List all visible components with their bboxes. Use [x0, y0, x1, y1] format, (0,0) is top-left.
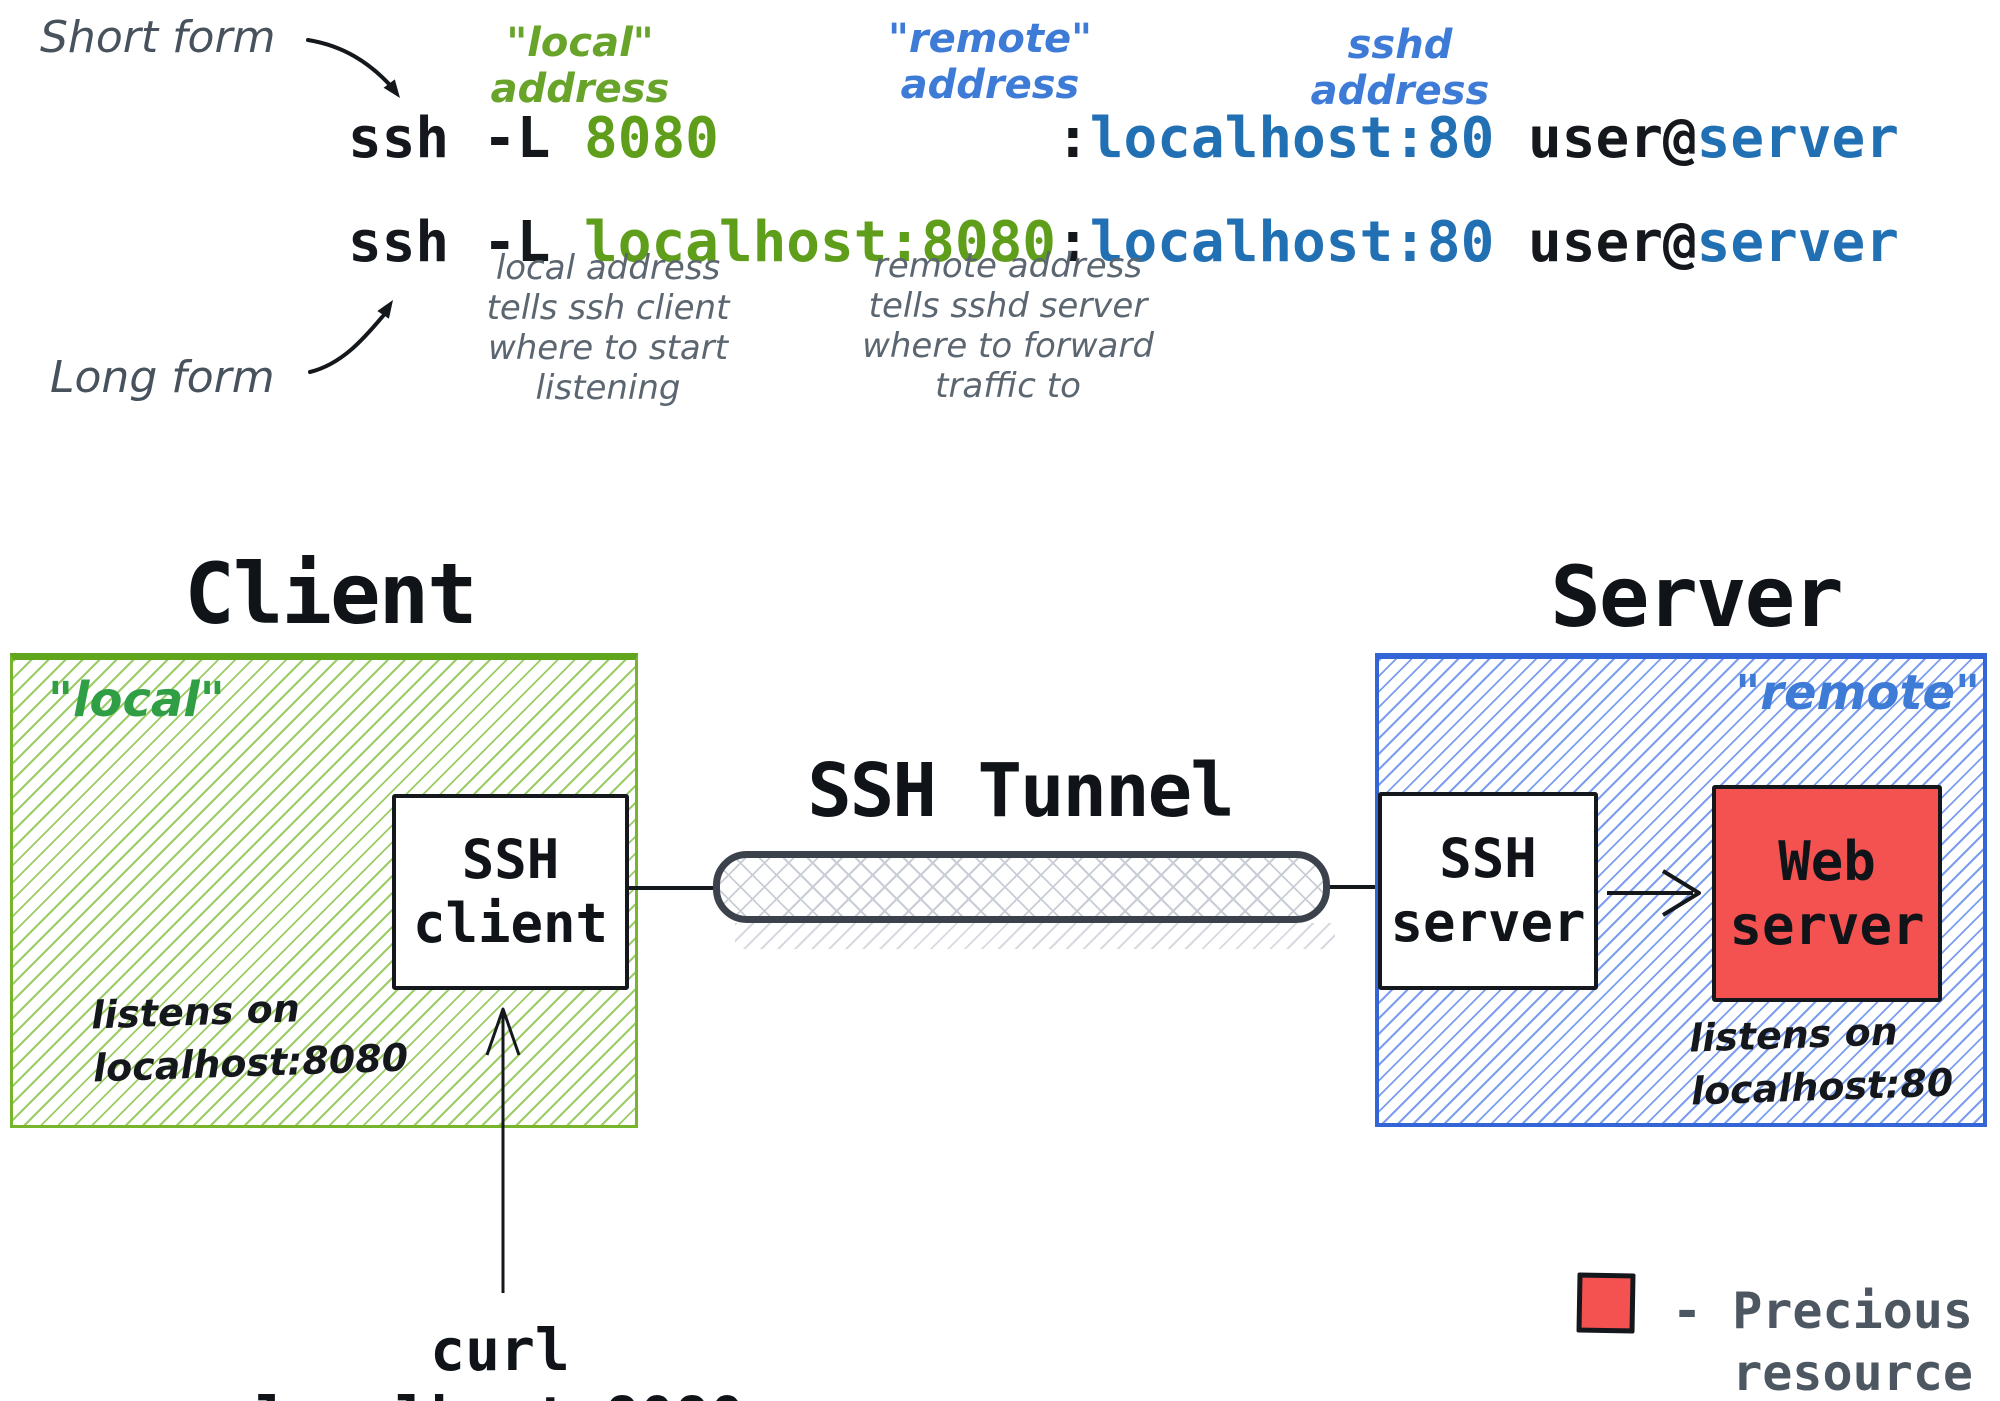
- note-local-line: tells ssh client: [486, 288, 730, 328]
- ssh-tunnel-label: SSH Tunnel: [807, 748, 1235, 834]
- ssh-command-short: ssh -L 8080 :localhost:80 user@server: [348, 108, 1899, 170]
- web-server-label-line1: Web: [1778, 829, 1876, 893]
- curl-command: curl localhost:8080: [256, 1316, 745, 1401]
- note-remote-line: where to forward: [862, 326, 1154, 366]
- server-listens-line1: listens on: [1688, 1009, 1899, 1061]
- ssh-server-label-line1: SSH: [1439, 827, 1537, 890]
- note-local-line: local address: [495, 248, 721, 288]
- remote-zone-label: "remote": [1735, 665, 1980, 721]
- cmd1-host: server: [1696, 106, 1899, 171]
- note-remote-line: remote address: [873, 246, 1143, 286]
- web-server-box: Web server: [1712, 785, 1942, 1002]
- ssh-client-label-line1: SSH: [461, 828, 560, 891]
- ssh-to-web-arrow: [1607, 869, 1701, 917]
- header-sshd-address: sshd address: [1310, 22, 1490, 114]
- web-server-label-line2: server: [1729, 893, 1925, 957]
- note-remote-line: tells sshd server: [868, 286, 1148, 326]
- note-remote-line: traffic to: [935, 366, 1081, 406]
- cmd2-colon: :: [1056, 210, 1090, 275]
- cmd2-remote-arg: localhost:80: [1089, 210, 1495, 275]
- curl-arrow: [485, 1007, 521, 1293]
- cmd2-host: server: [1696, 210, 1899, 275]
- ssh-client-box: SSH client: [392, 794, 629, 990]
- header-local-address: "local" address: [490, 20, 670, 112]
- ssh-tunnel-pipe: [713, 851, 1330, 923]
- long-form-label: Long form: [50, 352, 275, 403]
- cmd1-colon: :: [1056, 106, 1090, 171]
- ssh-command-long: ssh -L localhost:8080:localhost:80 user@…: [348, 212, 1899, 274]
- cmd2-prefix: ssh -L: [348, 210, 585, 275]
- cmd1-user: user@: [1528, 106, 1697, 171]
- legend-label: - Precious resource: [1672, 1282, 1974, 1401]
- header-remote-address: "remote" address: [888, 16, 1092, 108]
- server-listens-note: listens on localhost:80: [1688, 1003, 1954, 1118]
- legend-red-swatch: [1576, 1272, 1636, 1334]
- tunnel-server-connector: [1330, 885, 1378, 889]
- note-local-address: local address tells ssh client where to …: [448, 248, 768, 408]
- cmd2-local-arg: localhost:8080: [584, 210, 1057, 275]
- note-local-line: where to start: [487, 328, 729, 368]
- cmd1-remote-arg: localhost:80: [1089, 106, 1495, 171]
- ssh-tunnel-shadow: [735, 923, 1335, 949]
- server-heading: Server: [1550, 548, 1843, 646]
- cmd1-prefix: ssh -L: [348, 106, 585, 171]
- client-heading: Client: [184, 545, 477, 643]
- client-tunnel-connector: [629, 886, 713, 890]
- long-form-arrow: [308, 300, 393, 374]
- cmd1-local-arg: 8080: [584, 106, 719, 171]
- ssh-server-box: SSH server: [1378, 792, 1598, 990]
- short-form-arrow: [306, 38, 400, 98]
- ssh-server-label-line2: server: [1390, 891, 1586, 954]
- cmd1-sep: [1494, 106, 1528, 171]
- short-form-label: Short form: [40, 12, 276, 63]
- client-listens-line2: localhost:8080: [92, 1035, 409, 1091]
- note-remote-address: remote address tells sshd server where t…: [848, 246, 1168, 406]
- cmd2-sep: [1494, 210, 1528, 275]
- local-zone-label: "local": [48, 672, 225, 728]
- cmd2-user: user@: [1528, 210, 1697, 275]
- note-local-line: listening: [535, 368, 681, 408]
- server-listens-line2: localhost:80: [1690, 1060, 1954, 1114]
- cmd1-gap: [719, 106, 1056, 171]
- client-listens-note: listens on localhost:8080: [90, 979, 409, 1096]
- ssh-client-label-line2: client: [412, 892, 609, 955]
